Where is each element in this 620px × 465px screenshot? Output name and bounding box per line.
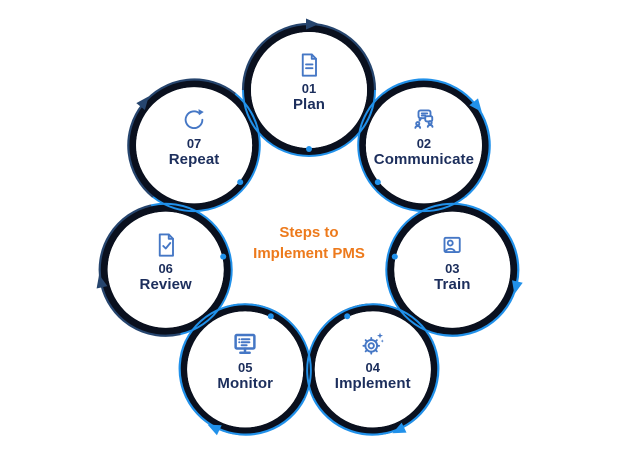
gear-sparkle-icon — [313, 329, 433, 359]
step-disc — [314, 311, 431, 428]
step-dark-ring — [386, 203, 519, 336]
step-number: 01 — [301, 81, 317, 96]
step-disc — [251, 32, 367, 148]
step-label: Monitor — [217, 375, 274, 393]
step-number: 05 — [237, 360, 253, 376]
step-disc — [394, 211, 511, 328]
diagram-title: Steps to Implement PMS — [209, 222, 409, 264]
connector-dot — [220, 253, 227, 260]
diagram-title-line1: Steps to — [279, 224, 339, 241]
step-dark-ring — [128, 79, 261, 212]
step-label: Communicate — [373, 151, 475, 169]
step-label: Repeat — [168, 151, 220, 169]
connector-dot — [374, 179, 381, 186]
clockwise-arrow-icon — [136, 96, 149, 110]
step-discs — [107, 32, 511, 428]
orbit-inner-arc — [242, 89, 376, 157]
step-number: 06 — [158, 260, 173, 276]
step-number: 02 — [416, 136, 432, 152]
connector-dots — [220, 146, 398, 320]
connector-dot — [267, 313, 274, 320]
refresh-icon — [134, 105, 254, 135]
document-icon — [249, 50, 369, 80]
step-disc — [365, 87, 482, 204]
step-number: 04 — [365, 360, 380, 376]
clockwise-arrow-icon — [207, 424, 222, 436]
connector-dot — [344, 313, 351, 320]
clockwise-arrow-icon — [96, 274, 108, 289]
clockwise-arrow-icon — [392, 422, 407, 434]
orbit-inner-arc — [385, 202, 468, 336]
orbit-inner-arc — [184, 303, 312, 399]
chat-people-icon — [364, 105, 484, 135]
orbit-rings — [96, 18, 523, 436]
clockwise-arrow-icon — [469, 98, 482, 112]
clockwise-arrow-icon — [306, 18, 319, 30]
step-dark-ring — [357, 79, 490, 212]
monitor-icon — [185, 329, 305, 359]
document-check-icon — [106, 230, 226, 260]
step-dark-ring — [99, 203, 232, 336]
step-label: Train — [434, 275, 471, 293]
connector-dot — [306, 146, 312, 152]
step-label: Plan — [292, 96, 326, 113]
step-number: 07 — [186, 136, 202, 152]
step-disc — [187, 311, 304, 428]
step-disc — [107, 211, 224, 328]
orbit-inner-arc — [357, 92, 466, 213]
step-label: Implement — [334, 375, 411, 393]
step-disc — [136, 87, 253, 204]
diagram-title-line2: Implement PMS — [253, 245, 365, 262]
orbit-inner-arc — [306, 303, 434, 399]
connector-dot — [237, 179, 244, 186]
orbit-inner-arc — [150, 202, 233, 336]
clockwise-arrow-icon — [512, 280, 523, 295]
step-number: 03 — [445, 260, 460, 276]
step-label: Review — [139, 275, 192, 293]
connector-dot — [391, 253, 398, 260]
person-frame-icon — [392, 230, 512, 260]
orbit-inner-arc — [152, 92, 261, 213]
